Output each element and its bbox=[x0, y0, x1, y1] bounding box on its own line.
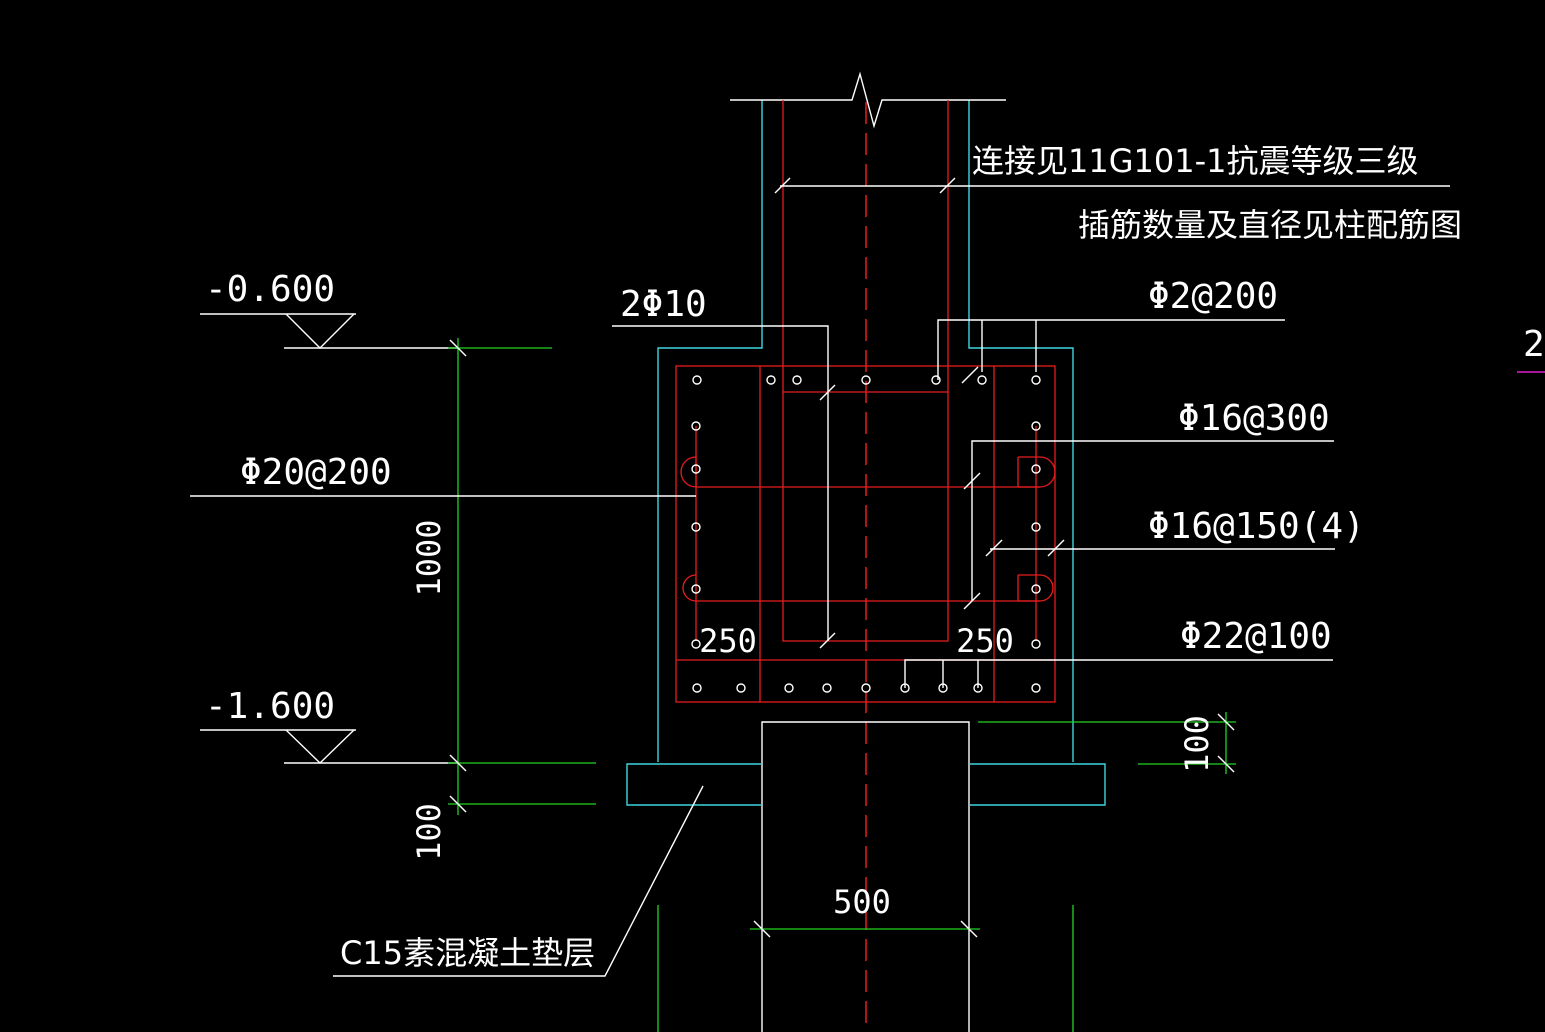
callout-2phi10: 2Φ10 bbox=[620, 284, 707, 325]
dimension-edge-right-text: 250 bbox=[956, 622, 1014, 660]
pile-outline bbox=[761, 721, 970, 1032]
dimension-cushion-right bbox=[978, 712, 1236, 774]
leader-lines bbox=[190, 177, 1450, 977]
dimension-cushion-left-text: 100 bbox=[410, 803, 448, 861]
dimension-edge-left-text: 250 bbox=[699, 622, 757, 660]
dimension-pile-width bbox=[750, 920, 980, 938]
note-connection: 连接见11G101-1抗震等级三级 bbox=[972, 142, 1419, 180]
cushion-layer bbox=[626, 763, 1106, 806]
break-line bbox=[730, 71, 1006, 129]
callout-cushion: C15素混凝土垫层 bbox=[340, 934, 595, 972]
edge-glyph: 2 bbox=[1523, 324, 1545, 365]
dimension-pile-width-text: 500 bbox=[833, 883, 891, 921]
elevation-label-bottom: -1.600 bbox=[205, 686, 335, 727]
dimension-cap-height bbox=[448, 338, 596, 815]
note-dowels: 插筋数量及直径见柱配筋图 bbox=[1078, 206, 1462, 244]
callout-phi2-200: Φ2@200 bbox=[1148, 276, 1278, 317]
elevation-marker-top bbox=[200, 313, 458, 349]
callout-phi16-150-4: Φ16@150(4) bbox=[1148, 506, 1365, 547]
callout-phi20-200: Φ20@200 bbox=[240, 452, 392, 493]
rebar-dots bbox=[691, 375, 1041, 693]
column-dowel-bars bbox=[782, 100, 949, 642]
dimension-cushion-right-text: 100 bbox=[1178, 715, 1216, 773]
column-outline bbox=[657, 100, 1074, 762]
pile-cap-cage bbox=[675, 365, 1056, 703]
callout-phi22-100: Φ22@100 bbox=[1180, 616, 1332, 657]
elevation-label-top: -0.600 bbox=[205, 269, 335, 310]
callout-phi16-300: Φ16@300 bbox=[1178, 398, 1330, 439]
dimension-cap-height-text: 1000 bbox=[410, 519, 448, 596]
elevation-marker-bottom bbox=[200, 729, 458, 764]
